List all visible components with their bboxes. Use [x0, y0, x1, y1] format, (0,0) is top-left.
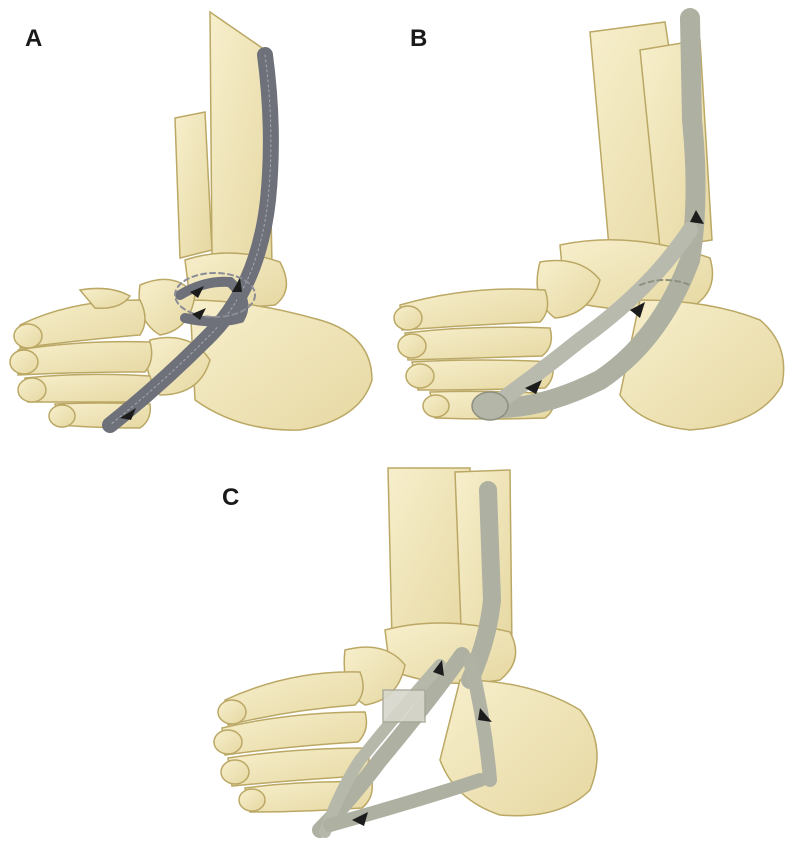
- panel-b-label: B: [410, 25, 427, 52]
- toe-tip-3: [221, 760, 249, 784]
- panel-b: B: [394, 18, 784, 430]
- toe-tip-2: [214, 730, 242, 754]
- panel-a: A: [10, 12, 372, 430]
- toe-tip-2: [10, 350, 38, 374]
- toe-tip-1: [394, 306, 422, 330]
- toe-tip-3: [18, 378, 46, 402]
- panel-a-bones: [10, 12, 372, 430]
- toe-tip-2: [398, 334, 426, 358]
- toe-tip-4: [239, 789, 265, 811]
- toe-tip-1: [14, 324, 42, 348]
- graft-b-loop: [472, 392, 508, 420]
- graft-c-block: [383, 690, 425, 722]
- toe-tip-1: [218, 700, 246, 724]
- panel-c-label: C: [222, 484, 239, 511]
- toe-tip-4: [423, 395, 449, 417]
- toe-tip-4: [49, 405, 75, 427]
- fibula: [175, 112, 212, 258]
- panel-b-bones: [394, 22, 784, 430]
- metatarsal-2: [405, 327, 551, 360]
- panel-a-label: A: [25, 25, 42, 52]
- metatarsal-1: [400, 289, 548, 330]
- panel-c-bones: [214, 468, 597, 816]
- calcaneus: [440, 680, 597, 816]
- toe-tip-3: [406, 364, 434, 388]
- calcaneus: [620, 300, 784, 430]
- panel-c: C: [214, 468, 597, 832]
